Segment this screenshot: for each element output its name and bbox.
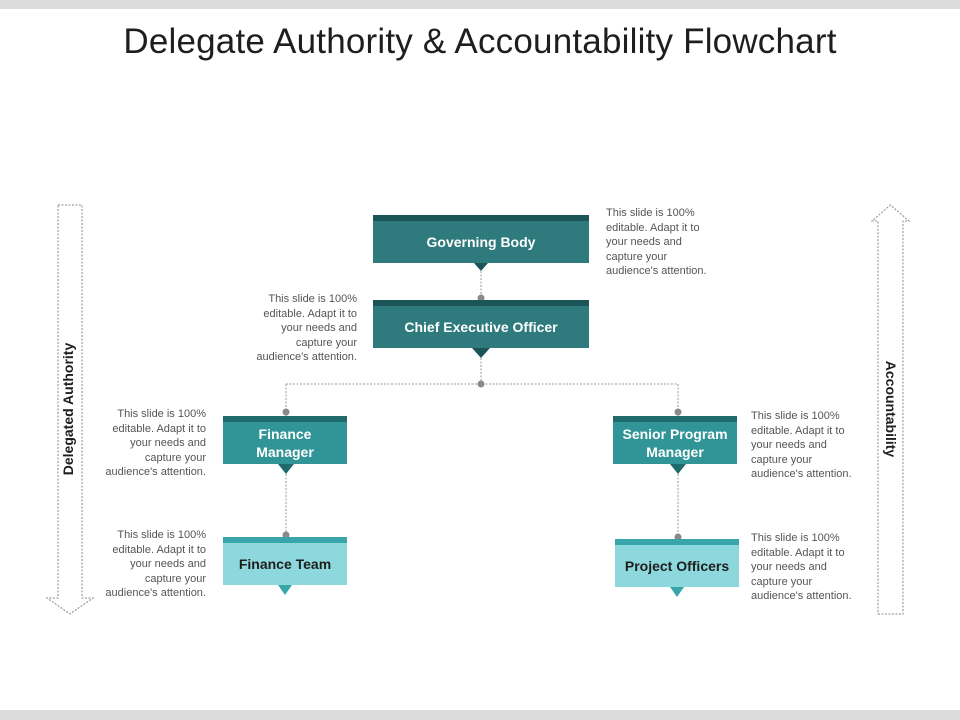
ceo-box: Chief Executive Officer (373, 300, 589, 348)
delegated-authority-label: Delegated Authority (60, 342, 76, 476)
ceo-pointer (472, 348, 490, 358)
project-officers-pointer (670, 587, 684, 597)
governing-body-label: Governing Body (426, 234, 536, 250)
senior-program-manager-box: Senior Program Manager (613, 416, 737, 464)
senior-program-manager-label: Senior Program Manager (622, 426, 728, 460)
finance-team-label: Finance Team (238, 556, 332, 572)
finance-manager-box: Finance Manager (223, 416, 347, 464)
delegated-authority-arrow (45, 204, 95, 615)
bottom-band (0, 710, 960, 720)
project-officers-label: Project Officers (624, 558, 730, 574)
governing-body-box: Governing Body (373, 215, 589, 263)
senior-program-manager-pointer (670, 464, 686, 474)
project-officers-box: Project Officers (615, 539, 739, 587)
finance-team-box: Finance Team (223, 537, 347, 585)
accountability-arrow (870, 204, 911, 615)
top-band (0, 0, 960, 9)
connector-dots (282, 294, 682, 541)
ceo-label: Chief Executive Officer (404, 319, 558, 335)
governing-body-pointer (474, 263, 488, 271)
finance-manager-label: Finance Manager (256, 426, 314, 460)
page-title: Delegate Authority & Accountability Flow… (123, 22, 837, 61)
accountability-label: Accountability (883, 360, 899, 458)
finance-manager-pointer (278, 464, 294, 474)
finance-team-pointer (278, 585, 292, 595)
